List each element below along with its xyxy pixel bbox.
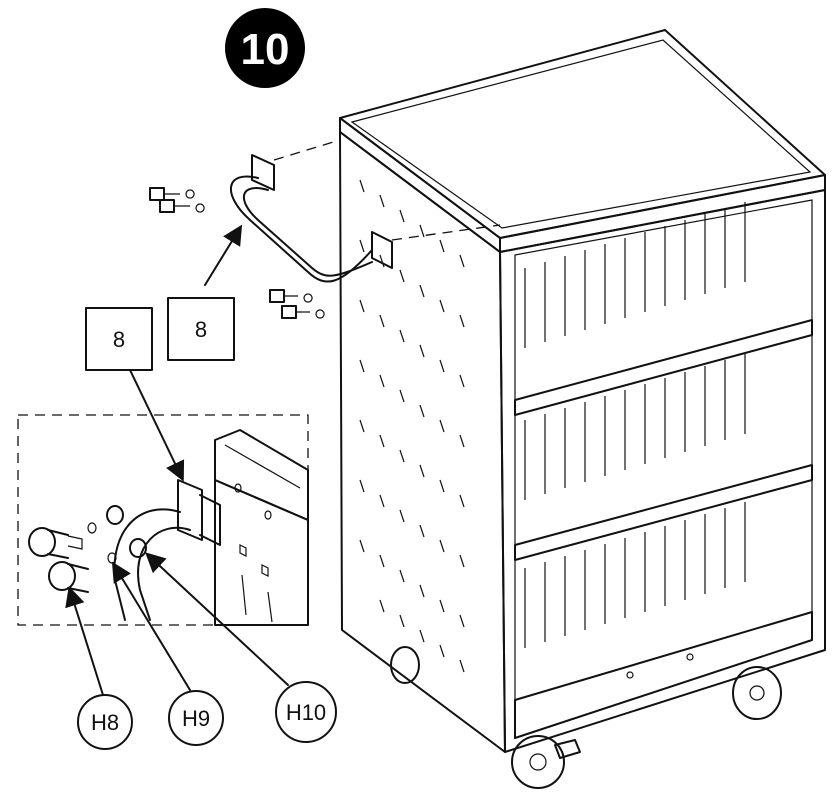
step-number: 10 <box>241 25 290 74</box>
handle-main <box>149 139 501 319</box>
h10-label: H10 <box>286 700 326 725</box>
shelf-upper <box>514 319 813 416</box>
side-vents <box>359 179 465 673</box>
cart-side-panel <box>339 131 506 753</box>
cart <box>339 29 826 789</box>
part-label-main: 8 <box>195 317 207 342</box>
shelf-lower <box>514 464 813 561</box>
handle-fasteners-bottom <box>269 289 325 319</box>
step-badge: 10 <box>225 8 305 88</box>
h9-label: H9 <box>182 706 210 731</box>
handle-fasteners-top <box>149 187 205 213</box>
casters <box>390 646 782 789</box>
callout-h10: H10 <box>145 552 337 743</box>
callout-h8: H8 <box>65 586 133 750</box>
part-label-detail: 8 <box>113 327 125 352</box>
detail-view <box>17 369 309 626</box>
cart-front <box>499 189 826 753</box>
h8-label: H8 <box>91 710 119 735</box>
callout-h9: H9 <box>111 561 224 746</box>
detail-fasteners <box>28 505 147 593</box>
dividers <box>524 202 746 648</box>
part-label-box-detail: 8 <box>85 307 153 371</box>
part-label-box-main: 8 <box>167 297 235 361</box>
